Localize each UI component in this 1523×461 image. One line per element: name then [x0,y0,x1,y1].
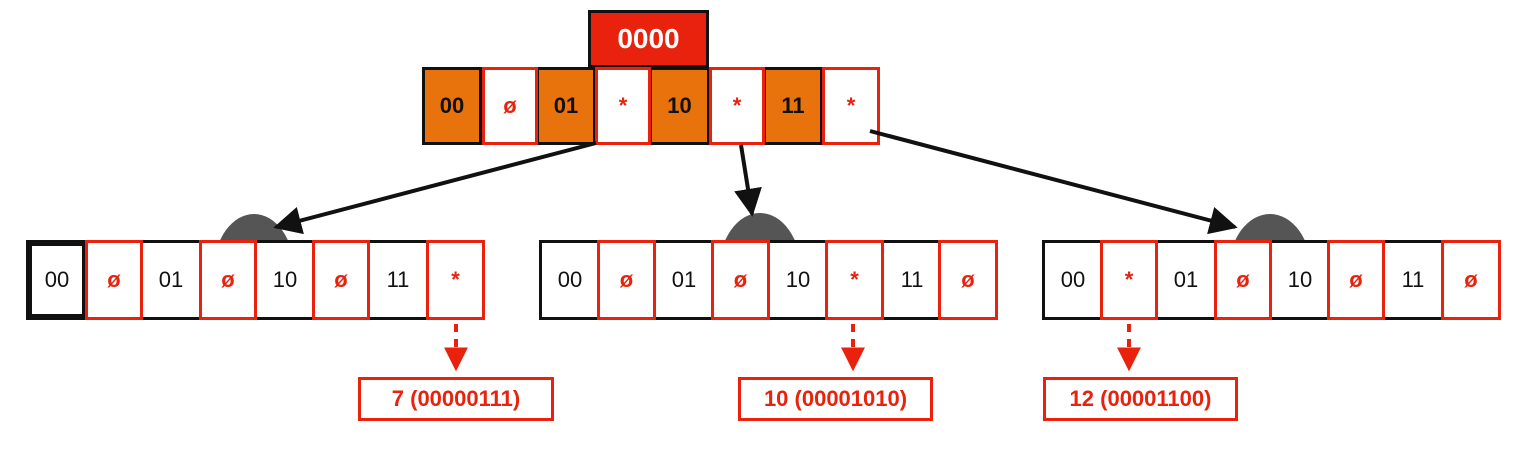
child-3-key-00: 00 [1045,243,1101,317]
root-key-00: 00 [422,67,482,145]
child-2-key-01: 01 [656,243,712,317]
root-prefix-box: 0000 [588,10,709,68]
child-2-key-10: 10 [770,243,826,317]
edge-root-01-to-child-1 [273,141,597,235]
root-key-11: 11 [763,67,823,145]
child-1-pointer-01: ø [199,240,257,320]
child-1-key-01: 01 [143,243,199,317]
child-3-pointer-00: * [1100,240,1158,320]
child-1-pointer-00: ø [85,240,143,320]
child-2-pointer-01: ø [711,240,770,320]
child-2-pointer-11: ø [938,240,998,320]
edge-root-10-to-child-2 [734,144,762,217]
child-3-pointer-01: ø [1214,240,1272,320]
child-3-pointer-11: ø [1441,240,1501,320]
root-key-01: 01 [536,67,596,145]
child-1-pointer-11: * [426,240,485,320]
root-pointer-10: * [709,67,765,145]
child-2-pointer-00: ø [597,240,656,320]
child-3-pointer-10: ø [1327,240,1385,320]
child-1-key-11: 11 [370,243,426,317]
root-pointer-01: * [595,67,651,145]
root-key-10: 10 [649,67,710,145]
child-3-key-11: 11 [1385,243,1441,317]
child-3-value-box: 12 (00001100) [1043,377,1238,421]
edge-root-11-to-child-3 [869,129,1238,235]
child-1-key-00: 00 [29,243,85,317]
child-3-key-10: 10 [1272,243,1328,317]
child-3-key-01: 01 [1158,243,1214,317]
child-1-key-10: 10 [257,243,313,317]
root-pointer-11: * [822,67,880,145]
child-2-key-00: 00 [542,243,598,317]
child-2-key-11: 11 [884,243,940,317]
root-pointer-00: ø [482,67,538,145]
child-2-value-box: 10 (00001010) [738,377,933,421]
child-1-value-box: 7 (00000111) [358,377,554,421]
child-2-pointer-10: * [825,240,884,320]
child-1-pointer-10: ø [312,240,370,320]
